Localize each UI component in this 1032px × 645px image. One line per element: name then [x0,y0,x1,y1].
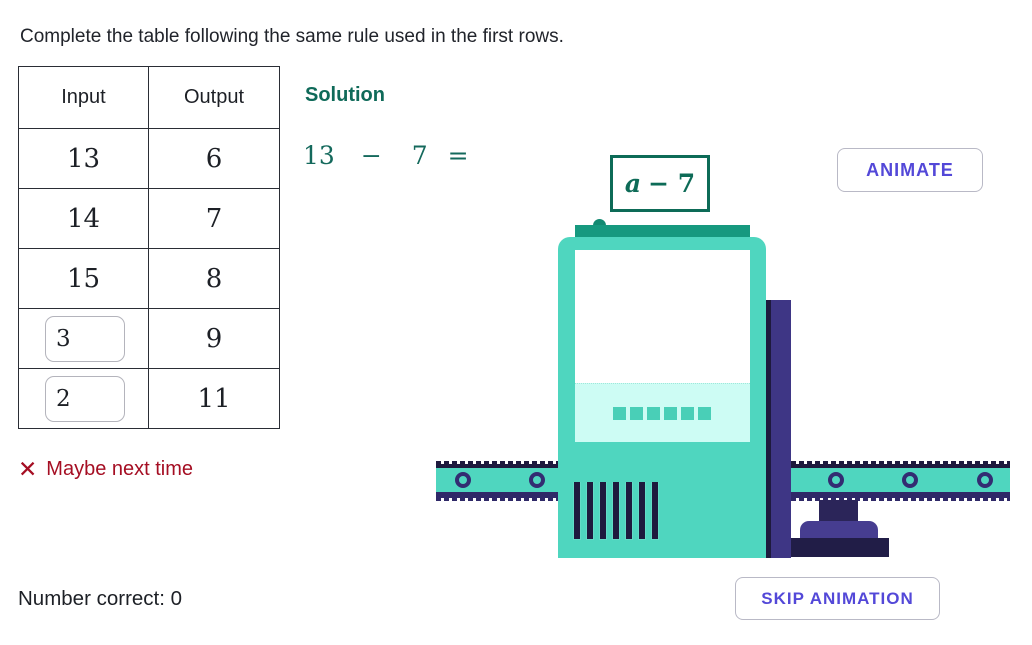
table-row: 13 6 [19,128,279,188]
indicator-square [647,406,660,420]
input-value: 14 [19,188,149,248]
machine-screen-lower [575,383,750,442]
input-value: 15 [19,248,149,308]
belt-wheel-icon [529,472,545,488]
indicator-square [613,406,626,420]
conveyor-belt-right [791,461,1010,501]
output-value: 8 [149,248,279,308]
input-value: 13 [19,128,149,188]
machine-screen [575,250,750,383]
table-header-output: Output [183,86,245,108]
equation-equals-sign: = [447,141,469,170]
equation-operand1: 13 [303,141,335,170]
belt-teeth-bottom [791,492,1010,501]
indicator-square [664,406,677,420]
table-row: 11 [19,368,279,428]
belt-teeth-top [436,461,558,468]
rule-label-box: a − 7 [610,155,710,212]
table-header-row: Input Output [19,67,279,128]
vent-bar [625,482,633,540]
machine-top-bar [575,225,750,237]
belt-teeth-top [791,461,1010,468]
machine-pillar [771,300,791,558]
equation-operand2: 7 [411,141,428,170]
score-label: Number correct: 0 [18,587,183,610]
input-cell [19,368,149,428]
vent-bar [586,482,594,540]
input-cell [19,308,149,368]
belt-surface [791,468,1010,492]
answer-input-row5[interactable] [45,375,125,422]
machine-pedestal-base [791,538,889,557]
machine-pedestal-cap [800,521,878,539]
belt-wheel-icon [902,472,918,488]
output-value: 6 [149,128,279,188]
indicator-square [630,406,643,420]
vent-bar [651,482,659,540]
table-row: 14 7 [19,188,279,248]
page-title: Complete the table following the same ru… [20,26,564,47]
input-output-table: Input Output 13 6 14 7 15 8 9 11 [18,66,280,429]
indicator-square [681,406,694,420]
machine-vents [573,482,659,540]
feedback-text: Maybe next time [46,458,194,480]
solution-equation: 13−7 = [303,141,469,170]
equation-operator: − [360,141,382,170]
vent-bar [573,482,581,540]
table-row: 9 [19,308,279,368]
belt-teeth-bottom [436,492,558,501]
solution-heading: Solution [305,84,385,106]
answer-input-row4[interactable] [45,315,125,362]
table-header-input: Input [19,67,149,128]
rule-expression: − 7 [648,169,696,198]
x-icon: ✕ [18,456,38,482]
rule-variable: a [624,169,642,198]
vent-bar [612,482,620,540]
vent-bar [599,482,607,540]
animate-button[interactable]: ANIMATE [837,148,983,192]
indicator-square [698,406,711,420]
machine-pillar-shadow [766,300,771,558]
skip-animation-button[interactable]: SKIP ANIMATION [735,577,940,620]
output-value: 11 [149,368,279,428]
belt-wheel-icon [828,472,844,488]
machine-pedestal-stem [819,500,858,524]
vent-bar [638,482,646,540]
feedback-message: ✕ Maybe next time [18,458,193,481]
belt-wheel-icon [977,472,993,488]
output-value: 9 [149,308,279,368]
table-row: 15 8 [19,248,279,308]
output-value: 7 [149,188,279,248]
belt-wheel-icon [455,472,471,488]
